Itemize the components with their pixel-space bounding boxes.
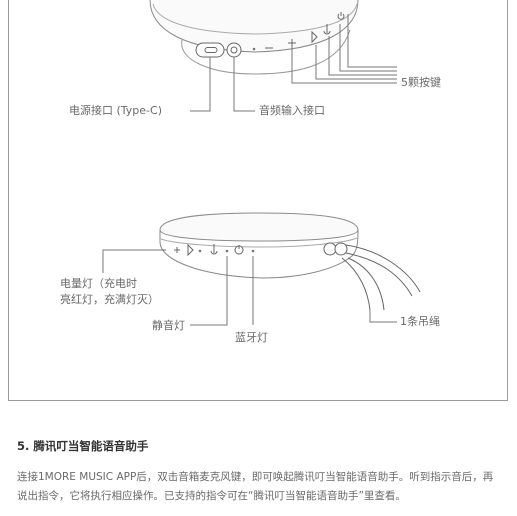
section-body: 连接1MORE MUSIC APP后，双击音箱麦克风键，即可唤起腾讯叮当智能语音… xyxy=(17,471,494,502)
label-five-buttons: 5颗按键 xyxy=(401,76,441,89)
buttons-row-bottom xyxy=(160,243,244,257)
label-battery-led-line2: 亮红灯，充满灯灭） xyxy=(60,293,159,306)
speaker-diagram xyxy=(102,0,421,326)
speaker-top-body xyxy=(149,0,359,75)
label-battery-led-line1: 电量灯（充电时 xyxy=(60,277,137,290)
label-lanyard: 1条吊绳 xyxy=(400,315,440,328)
lanyard-icon xyxy=(323,242,421,311)
section-title: 5. 腾讯叮当智能语音助手 xyxy=(17,439,149,453)
diagram-frame xyxy=(8,0,508,401)
voice-assistant-section: 5. 腾讯叮当智能语音助手 连接1MORE MUSIC APP后，双击音箱麦克风… xyxy=(17,438,497,506)
label-bluetooth-led: 蓝牙灯 xyxy=(235,331,268,344)
label-audio-port: 音频输入接口 xyxy=(259,104,325,117)
label-mute-led: 静音灯 xyxy=(152,319,185,332)
label-power-port: 电源接口 (Type-C) xyxy=(69,104,162,117)
speaker-bottom-body xyxy=(159,212,359,279)
buttons-row-top xyxy=(265,12,345,49)
